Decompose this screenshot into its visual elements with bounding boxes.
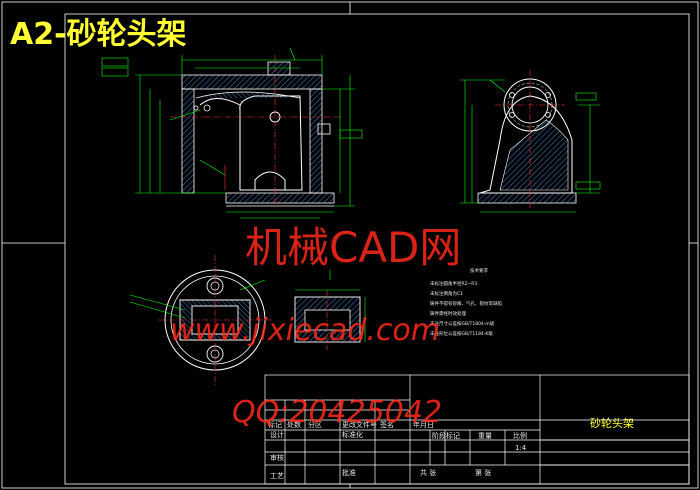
tb-label-design: 设计 bbox=[270, 430, 284, 439]
side-view-dimensions bbox=[460, 79, 601, 213]
tb-label-weight: 重量 bbox=[478, 432, 492, 440]
front-view-dimensions bbox=[101, 47, 363, 219]
tb-value-scale: 1:4 bbox=[515, 444, 527, 452]
tb-label-audit: 审核 bbox=[270, 453, 284, 462]
title-block bbox=[264, 374, 690, 485]
tb-label-date: 年月日 bbox=[413, 420, 434, 429]
tech-note-line: 未标注倒角为C1 bbox=[430, 290, 463, 297]
tb-label-zone: 分区 bbox=[308, 420, 322, 429]
tb-label-process: 工艺 bbox=[270, 472, 284, 480]
tb-label-count: 处数 bbox=[287, 420, 301, 429]
tech-notes-heading: 技术要求 bbox=[470, 267, 488, 274]
side-view bbox=[477, 70, 577, 210]
tb-drawing-name: 砂轮头架 bbox=[590, 416, 634, 430]
tech-note-line: 铸件不得有砂眼、气孔、裂纹等缺陷 bbox=[430, 300, 502, 307]
section-view-round bbox=[129, 255, 272, 385]
tech-note-line: 未注尺寸公差按GB/T1804-m级 bbox=[430, 320, 495, 327]
front-view bbox=[170, 55, 340, 210]
tech-notes: 技术要求 未标注圆角半径R2~R3 未标注倒角为C1 铸件不得有砂眼、气孔、裂纹… bbox=[430, 267, 502, 337]
tb-label-scale: 比例 bbox=[513, 431, 527, 440]
tb-sheet-no: 第 张 bbox=[475, 468, 491, 477]
tb-label-sign: 签名 bbox=[380, 420, 394, 429]
tb-label-stage: 阶段标记 bbox=[432, 431, 460, 440]
watermark-line-3: QQ:20425042 bbox=[232, 395, 442, 430]
drawing-title: A2-砂轮头架 bbox=[10, 17, 187, 52]
tb-label-mark: 标记 bbox=[268, 420, 282, 429]
tb-label-standard: 标准化 bbox=[342, 430, 363, 439]
section-view-small bbox=[294, 270, 366, 350]
tb-label-change-doc: 更改文件号 bbox=[342, 420, 377, 429]
tb-label-approve: 批准 bbox=[342, 468, 356, 477]
tb-sheet-total: 共 张 bbox=[420, 468, 436, 477]
tech-note-line: 未注形位公差按GB/T1184-K级 bbox=[430, 330, 493, 337]
tech-note-line: 未标注圆角半径R2~R3 bbox=[430, 280, 477, 287]
tech-note-line: 铸件需经时效处理 bbox=[430, 310, 466, 317]
watermark-line-2: www.jixiecad.com bbox=[170, 313, 440, 348]
watermark-line-1: 机械CAD网 bbox=[245, 223, 461, 272]
